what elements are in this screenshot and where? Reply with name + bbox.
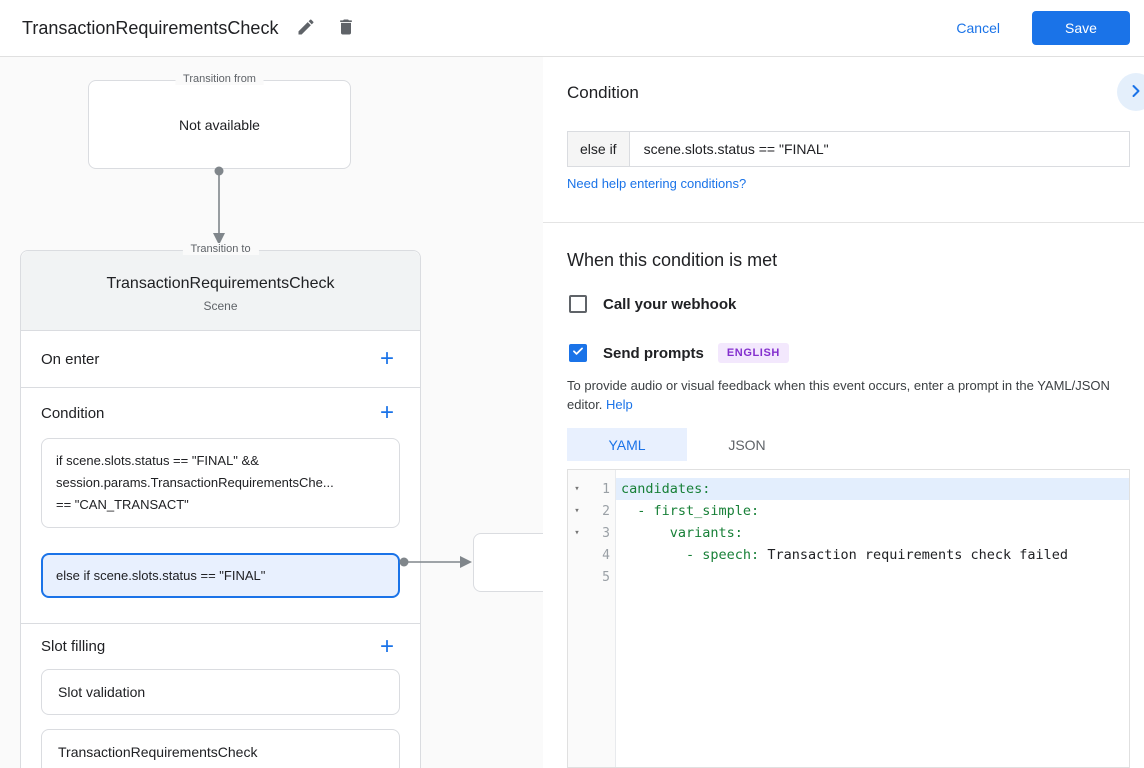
tab-json[interactable]: JSON <box>687 428 807 461</box>
scene-card-header[interactable]: Transition to TransactionRequirementsChe… <box>21 243 420 331</box>
on-enter-section: On enter + <box>21 331 420 388</box>
panel-title: Condition <box>567 83 639 102</box>
language-badge: ENGLISH <box>717 343 789 363</box>
top-bar: TransactionRequirementsCheck Cancel Save <box>0 0 1144 57</box>
add-condition-button[interactable]: + <box>374 401 400 425</box>
editor-gutter <box>568 470 616 767</box>
line-number: 4 <box>602 547 610 563</box>
prompt-help-link[interactable]: Help <box>606 396 633 412</box>
right-arrow-connector <box>399 556 472 568</box>
edit-scene-button[interactable] <box>290 12 322 44</box>
page-title: TransactionRequirementsCheck <box>22 17 279 38</box>
scene-title: TransactionRequirementsCheck <box>106 274 335 292</box>
condition-item-selected[interactable]: else if scene.slots.status == "FINAL" <box>41 553 400 598</box>
scene-flow-canvas: Transition from Not available Transition… <box>0 57 563 768</box>
condition-met-title: When this condition is met <box>567 250 778 270</box>
code-line[interactable]: 4 - speech: Transaction requirements che… <box>568 544 1129 566</box>
webhook-label: Call your webhook <box>603 295 737 313</box>
webhook-checkbox[interactable] <box>569 295 587 313</box>
down-arrow-connector <box>213 166 225 245</box>
slot-item-label: Slot validation <box>58 684 146 700</box>
condition-line: if scene.slots.status == "FINAL" && <box>56 453 259 468</box>
code-text: candidates: <box>616 478 1129 500</box>
save-button[interactable]: Save <box>1032 11 1130 45</box>
transition-from-node[interactable]: Transition from Not available <box>88 73 351 169</box>
cancel-button[interactable]: Cancel <box>944 12 1012 44</box>
pencil-icon <box>296 17 316 40</box>
prompt-description: To provide audio or visual feedback when… <box>567 377 1133 415</box>
send-prompts-label: Send prompts <box>603 344 704 362</box>
code-text: variants: <box>669 525 743 541</box>
code-line[interactable]: 5 <box>568 566 1129 588</box>
prompt-description-text: To provide audio or visual feedback when… <box>567 378 1110 412</box>
slot-item[interactable]: Slot validation <box>41 669 400 715</box>
condition-item[interactable]: if scene.slots.status == "FINAL" && sess… <box>41 438 400 528</box>
add-slot-button[interactable]: + <box>374 634 400 659</box>
condition-section-label: Condition <box>41 404 105 422</box>
on-enter-label: On enter <box>41 350 100 368</box>
slot-item-label: TransactionRequirementsCheck <box>58 744 258 760</box>
delete-scene-button[interactable] <box>330 12 362 44</box>
condition-editor-panel: Condition else if Need help entering con… <box>543 57 1144 768</box>
editor-format-tabs: YAML JSON <box>567 428 807 461</box>
condition-line: == "CAN_TRANSACT" <box>56 497 189 512</box>
send-prompts-checkbox[interactable] <box>569 344 587 362</box>
yaml-code-editor[interactable]: ▾ 1 candidates: ▾ 2 - first_simple: ▾ 3 varian… <box>567 469 1130 768</box>
scene-subtitle: Scene <box>203 298 238 313</box>
tab-yaml[interactable]: YAML <box>567 428 687 461</box>
code-line[interactable]: ▾ 1 candidates: <box>568 478 1129 500</box>
code-rows: ▾ 1 candidates: ▾ 2 - first_simple: ▾ 3 varian… <box>568 470 1129 588</box>
slot-item[interactable]: TransactionRequirementsCheck <box>41 729 400 768</box>
code-text: - first_simple: <box>637 503 760 519</box>
trash-icon <box>336 17 356 40</box>
transition-to-legend: Transition to <box>182 243 259 255</box>
line-number: 1 <box>602 481 610 497</box>
code-text <box>616 566 1129 588</box>
collapse-panel-button[interactable] <box>1117 73 1144 111</box>
code-text: - speech: Transaction requirements check… <box>686 547 1069 563</box>
code-line[interactable]: ▾ 3 variants: <box>568 522 1129 544</box>
code-line[interactable]: ▾ 2 - first_simple: <box>568 500 1129 522</box>
condition-section: Condition + if scene.slots.status == "FI… <box>21 388 420 624</box>
condition-line: session.params.TransactionRequirementsCh… <box>56 475 334 490</box>
checkmark-icon <box>571 344 585 363</box>
slot-filling-section: Slot filling + Slot validation Transacti… <box>21 624 420 768</box>
transition-from-legend: Transition from <box>175 73 264 85</box>
send-prompts-row: Send prompts ENGLISH <box>569 343 789 363</box>
line-number: 5 <box>602 569 610 585</box>
fold-arrow-icon[interactable]: ▾ <box>574 484 580 494</box>
condition-input[interactable] <box>629 132 1129 166</box>
fold-arrow-icon[interactable]: ▾ <box>574 506 580 516</box>
line-number: 2 <box>602 503 610 519</box>
slot-filling-label: Slot filling <box>41 638 106 655</box>
webhook-row: Call your webhook <box>569 295 736 313</box>
conditions-help-link[interactable]: Need help entering conditions? <box>567 176 747 191</box>
condition-line: else if scene.slots.status == "FINAL" <box>56 567 266 583</box>
fold-arrow-icon[interactable]: ▾ <box>574 528 580 538</box>
add-on-enter-button[interactable]: + <box>374 347 400 371</box>
line-number: 3 <box>602 525 610 541</box>
condition-input-row: else if <box>567 131 1130 167</box>
chevron-right-icon <box>1126 81 1144 104</box>
scene-card: Transition to TransactionRequirementsChe… <box>20 243 421 768</box>
condition-prefix: else if <box>568 132 630 166</box>
panel-divider <box>543 222 1144 223</box>
transition-from-value: Not available <box>179 116 260 133</box>
